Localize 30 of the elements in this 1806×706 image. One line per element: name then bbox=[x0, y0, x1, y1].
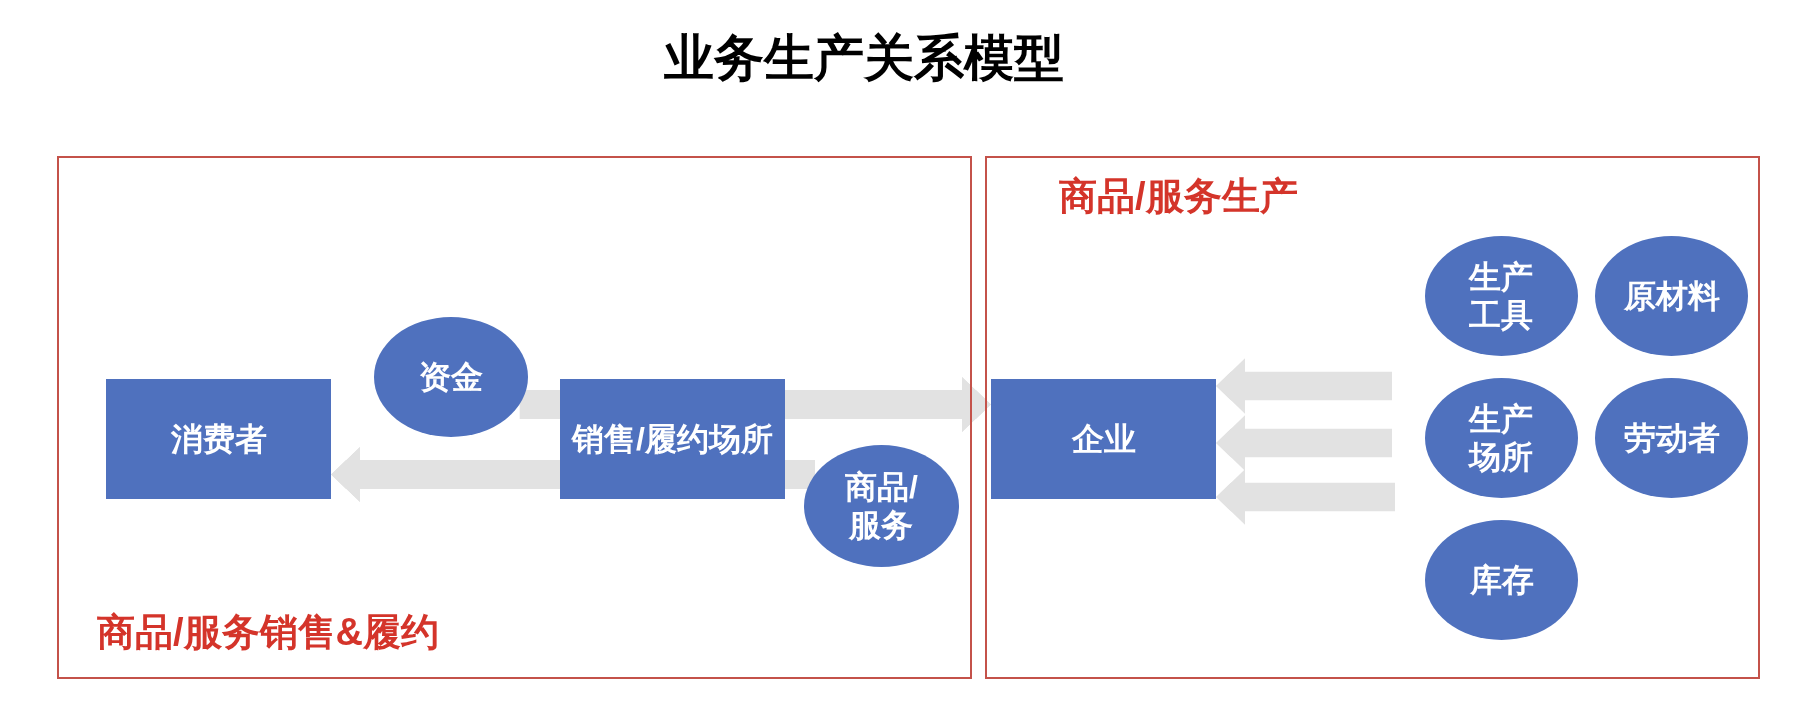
block-arrow bbox=[1216, 415, 1392, 471]
title: 业务生产关系模型 bbox=[664, 33, 1064, 83]
panel bbox=[57, 156, 972, 679]
node-label: 销售/履约场所 bbox=[572, 419, 773, 459]
oval-node bbox=[804, 445, 959, 567]
oval-node bbox=[1425, 520, 1578, 640]
node-label: 消费者 bbox=[170, 419, 267, 459]
oval-node bbox=[374, 317, 528, 437]
oval-node bbox=[1595, 236, 1748, 356]
process-box bbox=[106, 379, 331, 499]
node-label: 生产场所 bbox=[1467, 399, 1535, 477]
node-label: 企业 bbox=[1071, 419, 1136, 459]
panel bbox=[985, 156, 1760, 679]
panel-heading: 商品/服务销售&履约 bbox=[97, 610, 439, 655]
node-label: 劳动者 bbox=[1623, 418, 1720, 458]
node-label: 原材料 bbox=[1623, 276, 1720, 316]
oval-node bbox=[1425, 378, 1578, 498]
panel-heading: 商品/服务生产 bbox=[1059, 174, 1298, 219]
block-arrow bbox=[785, 376, 991, 433]
oval-node bbox=[1595, 378, 1748, 498]
node-label: 商品/服务 bbox=[844, 467, 919, 545]
node-label: 资金 bbox=[419, 357, 483, 397]
process-box bbox=[560, 379, 785, 499]
block-arrow bbox=[1216, 469, 1395, 525]
node-label: 库存 bbox=[1469, 560, 1534, 600]
node-label: 生产工具 bbox=[1467, 257, 1535, 335]
block-arrow bbox=[1216, 358, 1392, 414]
block-arrow bbox=[331, 446, 560, 503]
process-box bbox=[991, 379, 1216, 499]
oval-node bbox=[1425, 236, 1578, 356]
